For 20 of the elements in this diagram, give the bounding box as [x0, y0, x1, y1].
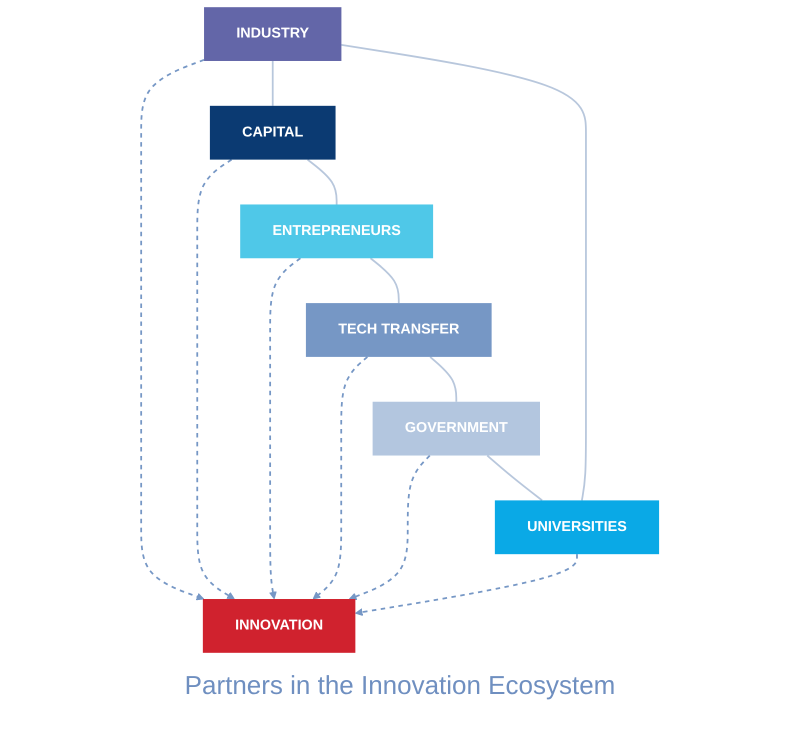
- node-box: UNIVERSITIES: [494, 500, 659, 554]
- arrow: [196, 158, 235, 600]
- connector: [341, 44, 587, 501]
- connector: [272, 60, 274, 106]
- arrow: [348, 454, 430, 600]
- connector: [370, 258, 400, 304]
- connector: [306, 158, 338, 204]
- arrow: [140, 59, 204, 600]
- arrow: [354, 554, 578, 616]
- node-box: CAPITAL: [210, 106, 336, 160]
- caption: Partners in the Innovation Ecosystem: [184, 670, 616, 701]
- connector: [429, 356, 458, 402]
- node-box: ENTREPRENEURS: [240, 204, 433, 258]
- node-box: TECH TRANSFER: [306, 303, 492, 357]
- node-box: INNOVATION: [202, 599, 356, 653]
- node-box: INDUSTRY: [204, 7, 342, 61]
- connector: [486, 454, 543, 502]
- arrow: [268, 258, 301, 600]
- node-box: GOVERNMENT: [372, 402, 540, 456]
- arrow: [312, 356, 368, 600]
